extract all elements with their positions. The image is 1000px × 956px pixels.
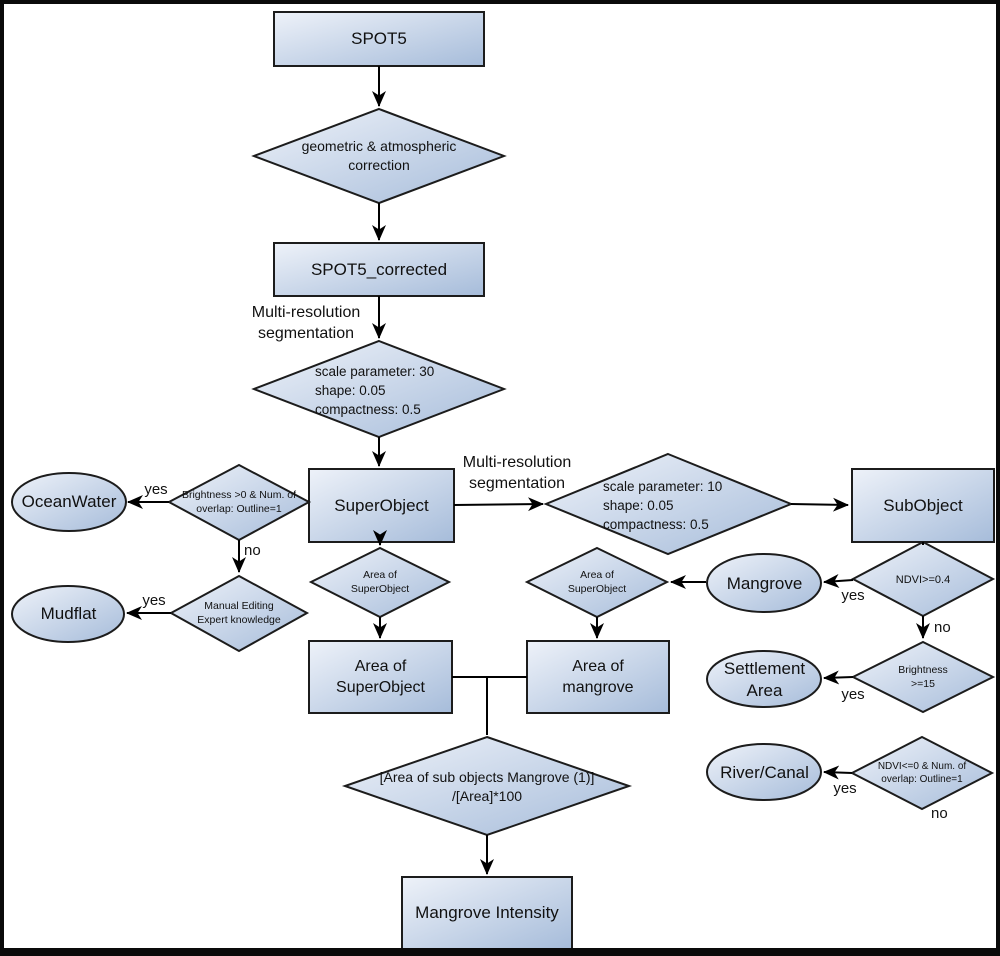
edge-seg10-to-subobject: [790, 497, 849, 512]
flowchart-shapes-layer: [11, 11, 996, 948]
node-mangrove: [706, 553, 822, 613]
edge-superobject-to-seg10: [453, 497, 544, 512]
node-spot5-corrected: [273, 242, 485, 297]
node-settlement-area: [706, 650, 822, 708]
node-subobject: [851, 468, 995, 543]
edge-ndvi-to-mangrove: [823, 573, 854, 588]
node-spot5: [273, 11, 485, 67]
node-area-of-mangrove: [526, 640, 670, 714]
node-superobject: [308, 468, 455, 543]
node-brightness-overlap-check: [166, 463, 312, 542]
edge-brightness-to-settlement: [823, 670, 854, 685]
node-mudflat: [11, 585, 125, 643]
node-manual-editing: [168, 574, 310, 653]
node-ratio-formula: [341, 735, 633, 837]
node-brightness-ge-check: [850, 640, 996, 714]
node-geometric-atmospheric-correction: [251, 107, 507, 205]
node-oceanwater: [11, 472, 127, 532]
node-area-of-superobject-check-left: [308, 546, 452, 619]
node-river-canal: [706, 743, 822, 801]
node-ndvi-le-overlap-check: [849, 735, 995, 811]
node-ndvi-ge-check: [850, 540, 996, 618]
node-area-of-superobject: [308, 640, 453, 714]
node-segmentation-params-10: [543, 452, 794, 556]
edge-ndvile-to-rivercanal: [823, 765, 853, 780]
node-mangrove-intensity: [401, 876, 573, 948]
node-segmentation-params-30: [251, 339, 507, 439]
node-area-of-superobject-check-right: [524, 546, 670, 619]
